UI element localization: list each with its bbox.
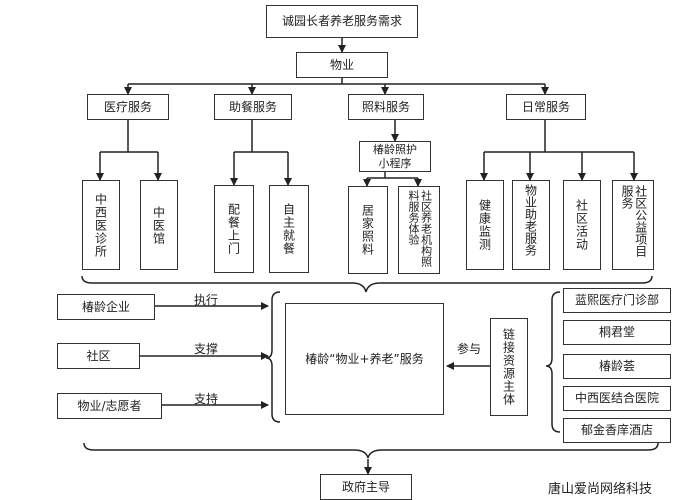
resource-2: 桐君堂	[563, 320, 671, 345]
resource-4: 中西医结合医院	[563, 386, 671, 411]
leaf-care-2: 社区养老机构照料服务体验	[398, 186, 440, 274]
leaf-care-1: 居家照料	[348, 186, 388, 274]
verb-support: 支撑	[194, 342, 219, 356]
app-box: 椿龄照护 小程序	[359, 141, 431, 172]
actor-community: 社区	[57, 343, 140, 369]
leaf-label: 社区活动	[574, 199, 589, 251]
government-box: 政府主导	[320, 474, 412, 500]
verb-execute: 执行	[194, 293, 219, 307]
leaf-meal-2: 自主就餐	[269, 185, 309, 273]
leaf-label: 社区养老机构照料服务体验	[407, 190, 433, 267]
leaf-daily-4: 社区公益项目服务	[612, 180, 654, 270]
category-medical: 医疗服务	[87, 94, 169, 120]
resource-3: 椿龄荟	[563, 354, 671, 379]
leaf-medical-1: 中西医诊所	[82, 180, 120, 270]
leaf-label: 物业助老服务	[523, 184, 538, 256]
leaf-label: 中西医诊所	[93, 192, 108, 258]
leaf-daily-2: 物业助老服务	[512, 180, 550, 270]
property-box: 物业	[296, 52, 388, 78]
category-care: 照料服务	[348, 94, 424, 120]
leaf-label: 居家照料	[360, 204, 375, 256]
leaf-medical-2: 中医馆	[140, 180, 178, 270]
title-box: 诚园长者养老服务需求	[266, 5, 418, 38]
actor-property-volunteer: 物业/志愿者	[57, 393, 162, 419]
verb-assist: 支持	[194, 392, 219, 406]
center-service-box: 椿龄“物业+养老”服务	[285, 303, 444, 415]
link-resource-label: 链接资源主体	[501, 328, 516, 406]
leaf-daily-3: 社区活动	[563, 180, 601, 270]
category-meal: 助餐服务	[214, 94, 292, 120]
participate-label: 参与	[457, 342, 482, 356]
resource-1: 蓝熙医疗门诊部	[563, 288, 671, 313]
leaf-daily-1: 健康监测	[466, 180, 504, 270]
watermark: 唐山爱尚网络科技	[548, 482, 653, 497]
leaf-label: 自主就餐	[281, 203, 296, 255]
leaf-label: 配餐上门	[226, 203, 241, 255]
leaf-label: 社区公益项目服务	[620, 185, 648, 257]
leaf-meal-1: 配餐上门	[214, 185, 254, 273]
link-resource-box: 链接资源主体	[490, 318, 528, 416]
actor-enterprise: 椿龄企业	[57, 294, 155, 320]
leaf-label: 中医馆	[151, 205, 166, 245]
leaf-label: 健康监测	[477, 199, 492, 251]
category-daily: 日常服务	[506, 94, 586, 120]
resource-5: 郁金香庠酒店	[563, 418, 671, 443]
